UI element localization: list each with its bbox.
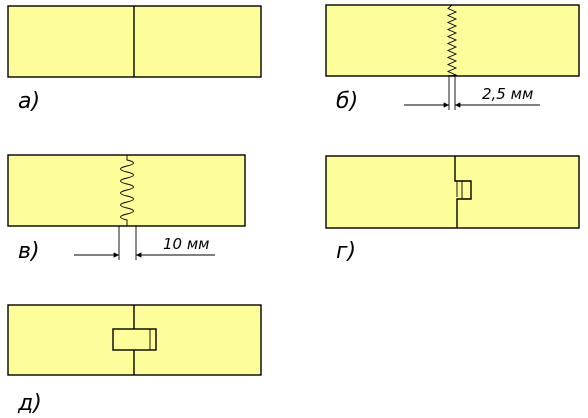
- label-a: а): [18, 89, 40, 114]
- board-b: [325, 4, 580, 77]
- stepped-joint: [454, 156, 472, 228]
- fine-finger-joint: [446, 4, 458, 77]
- panel-v: 10 мм в): [7, 154, 246, 264]
- panel-d: д): [7, 304, 262, 416]
- panel-b: 2,5 мм б): [325, 4, 580, 114]
- dimension-v: 10 мм: [163, 235, 210, 253]
- insert-dowel: [112, 328, 157, 351]
- label-b: б): [336, 89, 358, 114]
- panel-g: г): [325, 155, 580, 264]
- label-g: г): [336, 239, 356, 264]
- wavy-finger-joint: [120, 155, 134, 226]
- board-g: [325, 155, 580, 229]
- dimension-b: 2,5 мм: [482, 85, 533, 103]
- stepped-joint-detail: [456, 181, 463, 199]
- label-d: д): [17, 391, 42, 416]
- panel-a: а): [7, 5, 262, 114]
- label-v: в): [18, 239, 40, 264]
